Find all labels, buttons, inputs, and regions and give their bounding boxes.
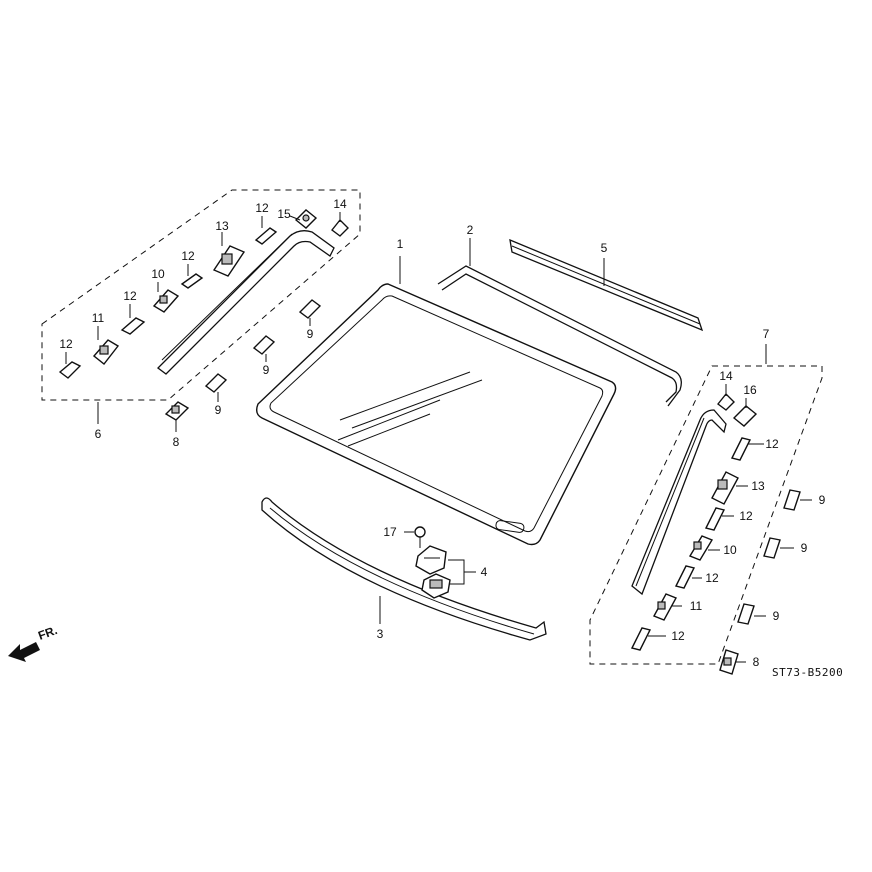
left-clip-12d[interactable] <box>254 227 278 245</box>
right-clip-10[interactable] <box>688 535 714 561</box>
left-clip-8[interactable] <box>164 401 190 421</box>
callout-right-14: 14 <box>719 369 733 383</box>
clip-4-upper[interactable] <box>415 545 447 575</box>
upper-molding[interactable] <box>437 265 682 407</box>
dam-rubber[interactable] <box>509 238 704 332</box>
right-clip-12c[interactable] <box>674 565 696 589</box>
callout-left-15: 15 <box>277 207 291 221</box>
screw-17[interactable] <box>414 526 426 548</box>
windshield-glass[interactable] <box>255 283 617 546</box>
callout-1: 1 <box>397 237 404 251</box>
left-clip-12a[interactable] <box>58 361 82 379</box>
left-clip-9b[interactable] <box>252 335 276 355</box>
callout-left-14: 14 <box>333 197 347 211</box>
callout-right-10: 10 <box>723 543 737 557</box>
callout-left-13: 13 <box>215 219 229 233</box>
callout-4: 4 <box>481 565 488 579</box>
kit-7-outline <box>589 365 823 665</box>
left-clip-12b[interactable] <box>120 317 146 335</box>
left-clip-14[interactable] <box>331 218 349 237</box>
callout-6: 6 <box>95 427 102 441</box>
right-pillar-molding[interactable] <box>631 409 727 596</box>
left-clip-9c[interactable] <box>204 373 228 393</box>
callout-17: 17 <box>383 525 397 539</box>
right-clip-12d[interactable] <box>630 627 652 651</box>
right-clip-9b[interactable] <box>763 537 781 559</box>
callout-left-9a: 9 <box>307 327 314 341</box>
left-clip-12c[interactable] <box>180 273 204 289</box>
diagram-code: ST73-B5200 <box>772 666 843 679</box>
callout-left-12d: 12 <box>255 201 269 215</box>
right-clip-9c[interactable] <box>737 603 755 625</box>
right-clip-9a[interactable] <box>783 489 801 511</box>
callout-left-9c: 9 <box>215 403 222 417</box>
callout-right-13: 13 <box>751 479 765 493</box>
callout-right-12b: 12 <box>739 509 753 523</box>
callout-right-9a: 9 <box>819 493 826 507</box>
leader-4 <box>448 559 476 585</box>
left-clip-10[interactable] <box>152 289 180 313</box>
right-clip-12a[interactable] <box>730 437 752 461</box>
callout-right-9c: 9 <box>773 609 780 623</box>
callout-left-11: 11 <box>92 311 105 325</box>
left-clip-9a[interactable] <box>298 299 322 319</box>
right-clip-16[interactable] <box>732 405 758 427</box>
callout-left-8: 8 <box>173 435 180 449</box>
callout-left-9b: 9 <box>263 363 270 377</box>
clip-4-lower[interactable] <box>421 573 451 599</box>
callout-right-12a: 12 <box>765 437 779 451</box>
left-clip-15[interactable] <box>294 209 318 229</box>
right-clip-12b[interactable] <box>704 507 726 531</box>
kit-6-outline <box>41 189 361 401</box>
callout-2: 2 <box>467 223 474 237</box>
callout-7: 7 <box>763 327 770 341</box>
lower-molding[interactable] <box>261 497 547 641</box>
callout-right-12d: 12 <box>671 629 685 643</box>
left-clip-13[interactable] <box>212 245 246 277</box>
right-clip-13[interactable] <box>711 471 739 505</box>
left-clip-11[interactable] <box>92 339 120 365</box>
right-clip-11[interactable] <box>653 593 677 621</box>
callout-right-11: 11 <box>690 599 703 613</box>
right-clip-14[interactable] <box>717 392 735 411</box>
front-direction-arrow-icon <box>8 642 40 662</box>
callout-right-8: 8 <box>753 655 760 669</box>
callout-left-12c: 12 <box>181 249 195 263</box>
callout-right-16: 16 <box>743 383 757 397</box>
callout-left-12b: 12 <box>123 289 137 303</box>
callout-right-9b: 9 <box>801 541 808 555</box>
callout-left-10: 10 <box>151 267 165 281</box>
right-clip-8[interactable] <box>719 649 739 675</box>
left-pillar-molding[interactable] <box>157 230 335 375</box>
callout-3: 3 <box>377 627 384 641</box>
callout-left-12a: 12 <box>59 337 73 351</box>
callout-right-12c: 12 <box>705 571 719 585</box>
front-direction-label: FR. <box>36 623 59 643</box>
callout-5: 5 <box>601 241 608 255</box>
